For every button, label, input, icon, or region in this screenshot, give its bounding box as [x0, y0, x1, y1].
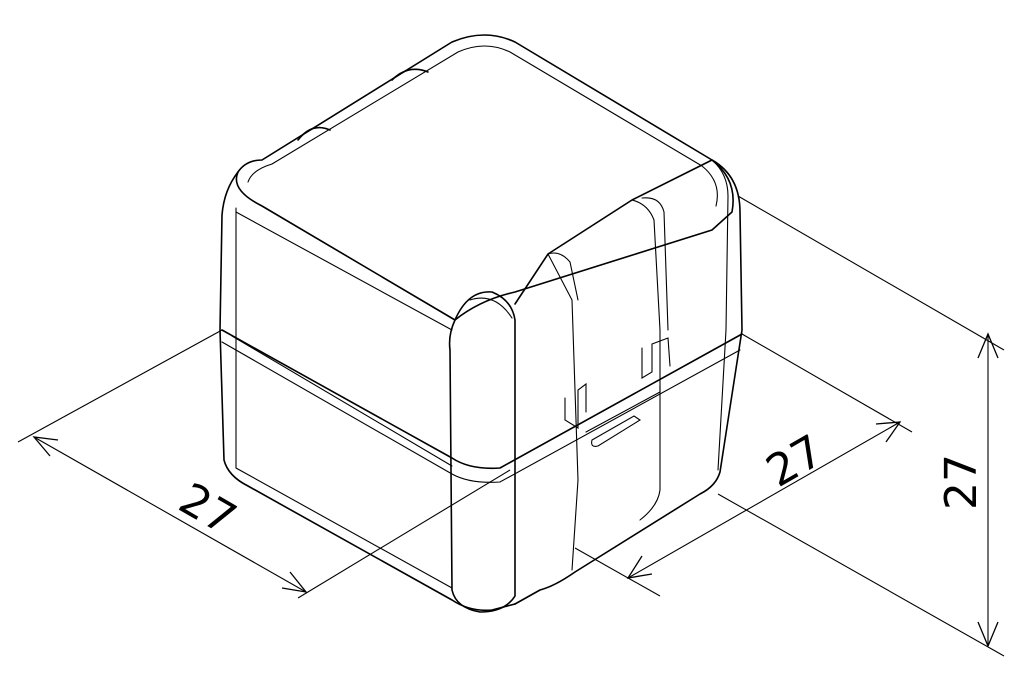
top-nub-left — [297, 126, 331, 141]
latch-slot — [591, 415, 642, 447]
extension-line-height-top — [737, 195, 1005, 351]
extension-line-left-b — [297, 469, 511, 599]
arrowhead-left-start — [32, 436, 59, 457]
dimension-left-width: 27 — [17, 329, 511, 599]
cube-seam — [221, 329, 743, 470]
extension-line-height-bottom — [717, 493, 1005, 657]
dimension-line-left — [33, 436, 307, 593]
extension-line-left-a — [17, 329, 223, 443]
arrowhead-height-bottom — [977, 621, 999, 648]
cube-top-face — [235, 34, 734, 321]
dimension-label-right-depth: 27 — [758, 425, 832, 497]
arrowhead-right-start — [626, 555, 653, 579]
dimension-label-height: 27 — [936, 454, 987, 510]
cube-front-edge — [448, 291, 516, 613]
arrowhead-height-top — [977, 332, 999, 359]
cube-body — [219, 34, 743, 613]
dimension-right-depth: 27 — [574, 333, 913, 597]
arrowhead-left-end — [281, 571, 308, 593]
cube-left-face — [219, 171, 516, 612]
latch-left — [564, 382, 587, 429]
dimension-line-right — [627, 421, 901, 579]
extension-line-right-b — [574, 547, 661, 597]
cube-right-face — [514, 159, 743, 605]
top-nub-right — [391, 68, 429, 81]
dimension-label-left-width: 27 — [171, 473, 245, 545]
dimension-height: 27 — [717, 195, 1005, 657]
arrowhead-right-end — [875, 421, 902, 443]
cube-top-rim — [271, 45, 718, 207]
extension-line-right-a — [741, 333, 913, 433]
latch-right — [641, 337, 671, 379]
